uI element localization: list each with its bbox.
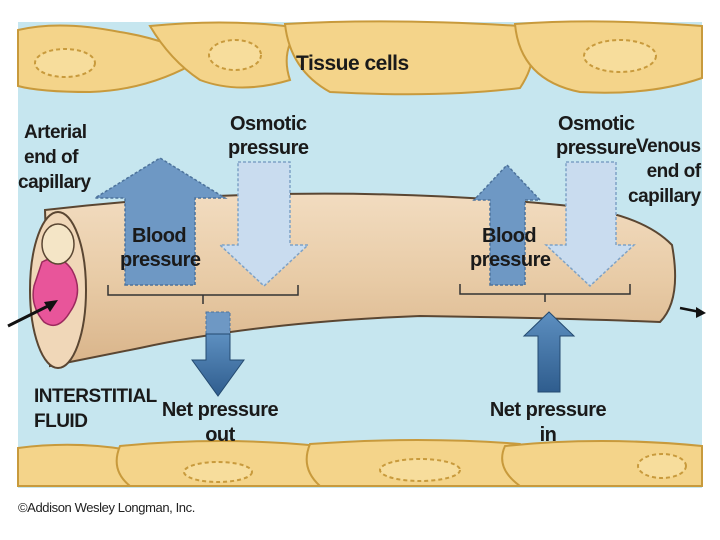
interstitial-line-1: INTERSTITIAL — [34, 386, 157, 407]
osmotic-pressure-arrow-arterial — [218, 161, 310, 288]
blood-venous-line-1: Blood — [482, 225, 537, 247]
blood-arterial-line-2: pressure — [120, 249, 201, 271]
interstitial-fluid-label: INTERSTITIAL FLUID — [34, 384, 157, 434]
net-out-dashed-stub — [205, 311, 231, 335]
osmotic-arterial-line-1: Osmotic — [230, 113, 307, 135]
net-in-line-2: in — [539, 424, 557, 446]
net-pressure-out-arrow — [191, 333, 245, 397]
net-pressure-in-label: Net pressure in — [486, 398, 610, 448]
bracket-venous — [459, 284, 631, 302]
osmotic-venous-line-2: pressure — [556, 137, 637, 159]
tissue-cells-bottom — [17, 439, 703, 487]
arterial-end-line-3: capillary — [18, 172, 91, 193]
venous-end-line-1: Venous — [636, 136, 701, 157]
blood-pressure-label-arterial: Blood pressure — [120, 224, 201, 272]
net-in-line-1: Net pressure — [489, 399, 607, 421]
flow-in-arrow — [7, 302, 53, 328]
net-pressure-in-arrow — [522, 311, 576, 393]
arterial-end-label: Arterial end of capillary — [18, 120, 91, 195]
arterial-end-line-1: Arterial — [24, 122, 87, 143]
blood-arterial-line-1: Blood — [132, 225, 187, 247]
tissue-cells-label: Tissue cells — [296, 52, 409, 75]
blood-pressure-arrow-venous — [472, 163, 542, 286]
net-pressure-out-label: Net pressure out — [158, 398, 282, 448]
venous-end-line-2: end of — [646, 161, 701, 182]
endothelial-cell — [41, 223, 75, 265]
osmotic-pressure-arrow-venous — [544, 161, 636, 288]
interstitial-line-2: FLUID — [34, 411, 88, 432]
arterial-end-line-2: end of — [24, 147, 78, 168]
osmotic-arterial-line-2: pressure — [228, 137, 309, 159]
osmotic-venous-line-1: Osmotic — [558, 113, 635, 135]
venous-end-label: Venous end of capillary — [628, 134, 701, 209]
osmotic-pressure-label-arterial: Osmotic pressure — [228, 112, 309, 160]
flow-in-arrowhead — [44, 300, 58, 312]
flow-out-arrowhead — [696, 307, 706, 318]
copyright-credit: ©Addison Wesley Longman, Inc. — [18, 500, 195, 515]
bracket-arterial — [107, 285, 299, 304]
venous-end-line-3: capillary — [628, 186, 701, 207]
net-out-line-1: Net pressure — [161, 399, 279, 421]
net-out-line-2: out — [205, 424, 235, 446]
blood-pressure-arrow-arterial — [92, 157, 228, 286]
blood-venous-line-2: pressure — [470, 249, 551, 271]
osmotic-pressure-label-venous: Osmotic pressure — [556, 112, 637, 160]
tissue-cells-top — [17, 20, 703, 96]
blood-pressure-label-venous: Blood pressure — [470, 224, 551, 272]
